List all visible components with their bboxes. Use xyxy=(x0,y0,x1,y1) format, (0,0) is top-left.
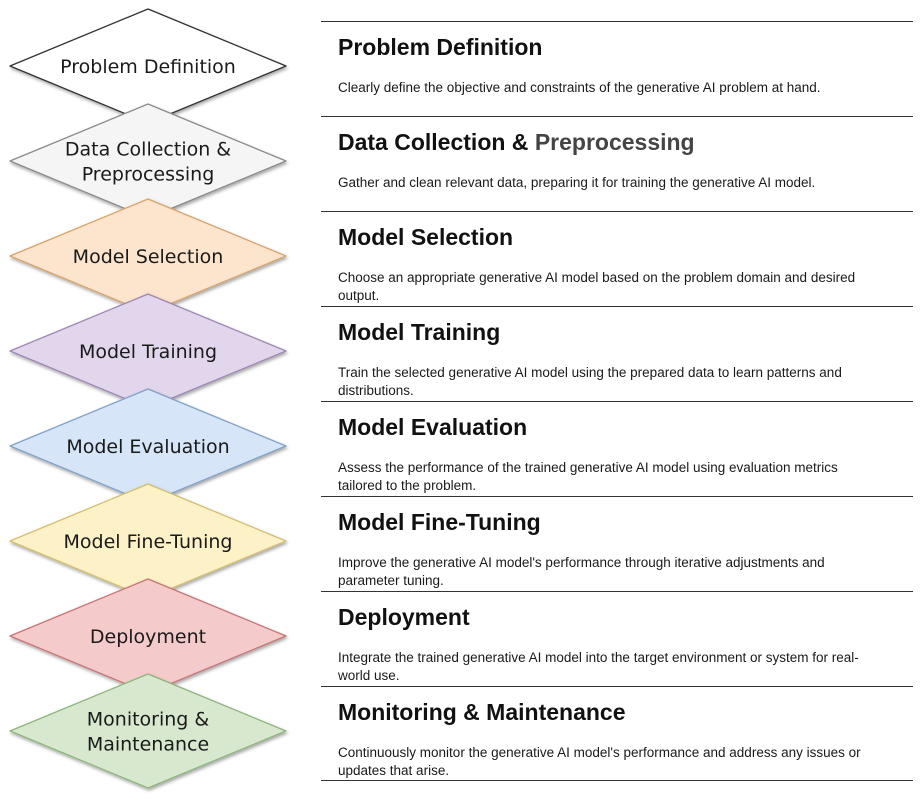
stage-title: Model Evaluation xyxy=(338,414,527,441)
stage-diamond-label: Problem Definition xyxy=(60,56,236,78)
stage-panel-data-collection: Data Collection & Preprocessing Gather a… xyxy=(321,116,913,211)
stage-description: Continuously monitor the generative AI m… xyxy=(338,745,861,778)
stage-title: Deployment xyxy=(338,604,470,631)
stage-description: Train the selected generative AI model u… xyxy=(338,365,842,398)
stage-description-list: Problem Definition Clearly define the ob… xyxy=(321,21,913,781)
stage-description: Improve the generative AI model's perfor… xyxy=(338,555,825,588)
stage-diamond-label: Maintenance xyxy=(87,734,209,756)
stage-title: Model Fine-Tuning xyxy=(338,509,541,536)
stage-diamond: Data Collection & Preprocessing xyxy=(9,103,287,219)
stage-description: Clearly define the objective and constra… xyxy=(338,80,821,95)
stage-diamond-shape xyxy=(9,673,287,789)
stage-title-text: Model Selection xyxy=(338,224,514,250)
stage-diamond: Monitoring & Maintenance xyxy=(9,673,287,789)
stage-title-text: Model Evaluation xyxy=(338,414,528,440)
stage-panel-problem-definition: Problem Definition Clearly define the ob… xyxy=(321,21,913,116)
stage-title-text: Model Training xyxy=(338,319,501,345)
stage-title: Problem Definition xyxy=(338,34,542,61)
stage-diamond: Deployment xyxy=(9,578,287,694)
stage-diamond-label: Data Collection & xyxy=(65,139,231,161)
stage-diamond-label: Model Fine-Tuning xyxy=(64,531,233,553)
stage-title-text: Monitoring & Maintenance xyxy=(338,699,626,725)
stage-title-text: Problem Definition xyxy=(338,34,543,60)
stage-description: Assess the performance of the trained ge… xyxy=(338,460,838,493)
stage-title-muted-text: Preprocessing xyxy=(534,129,695,155)
stage-title: Data Collection & Preprocessing xyxy=(338,129,695,156)
stage-diamond: Model Training xyxy=(9,293,287,409)
stage-diamond-label: Model Selection xyxy=(73,246,224,268)
stage-diamond-label: Model Training xyxy=(79,341,217,363)
stage-panel-model-selection: Model Selection Choose an appropriate ge… xyxy=(321,211,913,306)
stage-diamond-label: Preprocessing xyxy=(82,164,215,186)
stage-diamond-label: Deployment xyxy=(90,626,206,648)
stage-panel-model-fine-tuning: Model Fine-Tuning Improve the generative… xyxy=(321,496,913,591)
stage-title: Model Training xyxy=(338,319,500,346)
stage-diamond: Model Fine-Tuning xyxy=(9,483,287,599)
stage-description: Integrate the trained generative AI mode… xyxy=(338,650,859,683)
stage-title-text: Data Collection & xyxy=(338,129,535,155)
stage-title: Model Selection xyxy=(338,224,513,251)
stage-description: Gather and clean relevant data, preparin… xyxy=(338,175,816,190)
stage-description: Choose an appropriate generative AI mode… xyxy=(338,270,856,303)
stage-title-text: Model Fine-Tuning xyxy=(338,509,541,535)
stage-panel-model-evaluation: Model Evaluation Assess the performance … xyxy=(321,401,913,496)
stage-diamond: Model Evaluation xyxy=(9,388,287,504)
stage-diamond-label: Monitoring & xyxy=(87,709,210,731)
stage-panel-model-training: Model Training Train the selected genera… xyxy=(321,306,913,401)
stage-panel-deployment: Deployment Integrate the trained generat… xyxy=(321,591,913,686)
stage-title-text: Deployment xyxy=(338,604,470,630)
stage-panel-monitoring-maintenance: Monitoring & Maintenance Continuously mo… xyxy=(321,686,913,781)
stage-title: Monitoring & Maintenance xyxy=(338,699,626,726)
stage-diamond-label: Model Evaluation xyxy=(66,436,229,458)
